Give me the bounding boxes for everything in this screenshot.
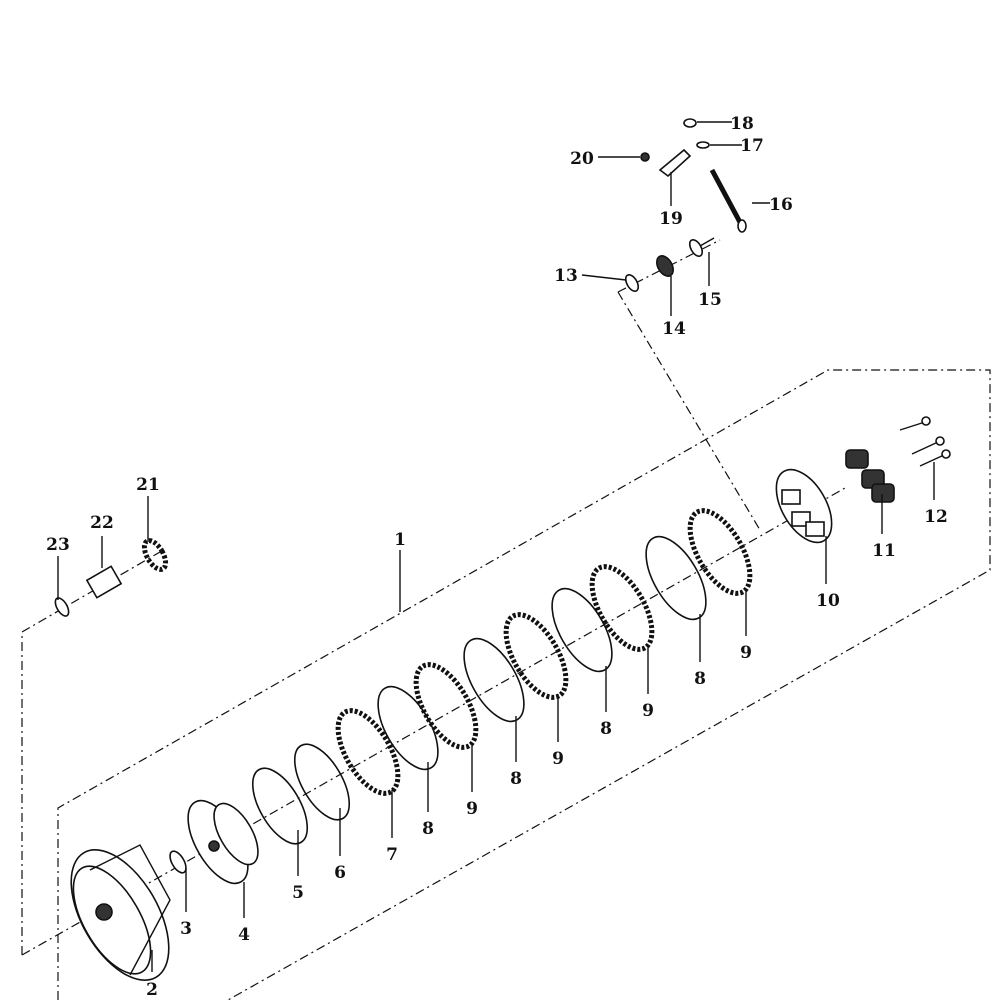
ring-6 xyxy=(293,743,351,821)
friction-plate-7 xyxy=(335,708,401,796)
callout-20: 20 xyxy=(570,149,594,169)
callout-9d: 9 xyxy=(740,643,752,663)
thrust-washer xyxy=(169,850,187,874)
gear-21 xyxy=(141,538,169,572)
callout-12: 12 xyxy=(924,507,948,527)
callout-2: 2 xyxy=(146,980,158,1000)
callout-19: 19 xyxy=(659,209,683,229)
callout-8c: 8 xyxy=(600,719,612,739)
callout-7: 7 xyxy=(386,845,398,865)
callout-4: 4 xyxy=(238,925,250,945)
friction-plate-9b xyxy=(503,612,569,700)
callout-17: 17 xyxy=(740,136,764,156)
bolts xyxy=(899,416,951,467)
assembly-boundary xyxy=(57,369,991,1001)
release-shaft xyxy=(709,168,747,233)
callout-16: 16 xyxy=(769,195,793,215)
callout-11: 11 xyxy=(872,541,896,561)
steel-plate-8d xyxy=(645,535,707,621)
callout-5: 5 xyxy=(292,883,304,903)
callout-8a: 8 xyxy=(422,819,434,839)
callout-9b: 9 xyxy=(552,749,564,769)
callout-6: 6 xyxy=(334,863,346,883)
ring-5 xyxy=(251,767,309,845)
clutch-springs xyxy=(845,449,895,503)
callout-8d: 8 xyxy=(694,669,706,689)
callout-14: 14 xyxy=(662,319,686,339)
clutch-basket xyxy=(70,844,171,981)
callout-9c: 9 xyxy=(642,701,654,721)
leader-lines xyxy=(57,121,935,972)
callout-22: 22 xyxy=(90,513,114,533)
callout-10: 10 xyxy=(816,591,840,611)
callout-9a: 9 xyxy=(466,799,478,819)
bolt-20 xyxy=(640,152,650,162)
left-bracket-line xyxy=(21,551,161,955)
callout-labels: 1 2 3 4 5 6 7 8 9 8 9 8 9 8 9 10 11 12 1… xyxy=(46,114,948,1000)
friction-plate-9c xyxy=(589,564,655,652)
callout-21: 21 xyxy=(136,475,160,495)
washer-13 xyxy=(624,274,640,292)
callout-15: 15 xyxy=(698,290,722,310)
lifter-15 xyxy=(688,237,715,257)
callout-23: 23 xyxy=(46,535,70,555)
friction-plate-9a xyxy=(413,662,479,750)
oring-17 xyxy=(696,141,710,149)
bearing-14 xyxy=(656,255,674,277)
pressure-plate xyxy=(775,468,833,544)
friction-plate-9d xyxy=(687,508,753,596)
main-axis-line xyxy=(21,487,846,956)
washer-23 xyxy=(54,597,70,617)
release-lever-19 xyxy=(658,148,692,178)
clutch-hub xyxy=(187,799,259,885)
steel-plate-8b xyxy=(463,637,525,723)
steel-plate-8a xyxy=(377,685,439,771)
callout-13: 13 xyxy=(554,266,578,286)
seal-18 xyxy=(683,118,697,128)
callout-18: 18 xyxy=(730,114,754,134)
upper-axis-line xyxy=(617,291,761,531)
callout-1: 1 xyxy=(394,530,406,550)
callout-3: 3 xyxy=(180,919,192,939)
callout-8b: 8 xyxy=(510,769,522,789)
bushing-22 xyxy=(85,565,123,599)
